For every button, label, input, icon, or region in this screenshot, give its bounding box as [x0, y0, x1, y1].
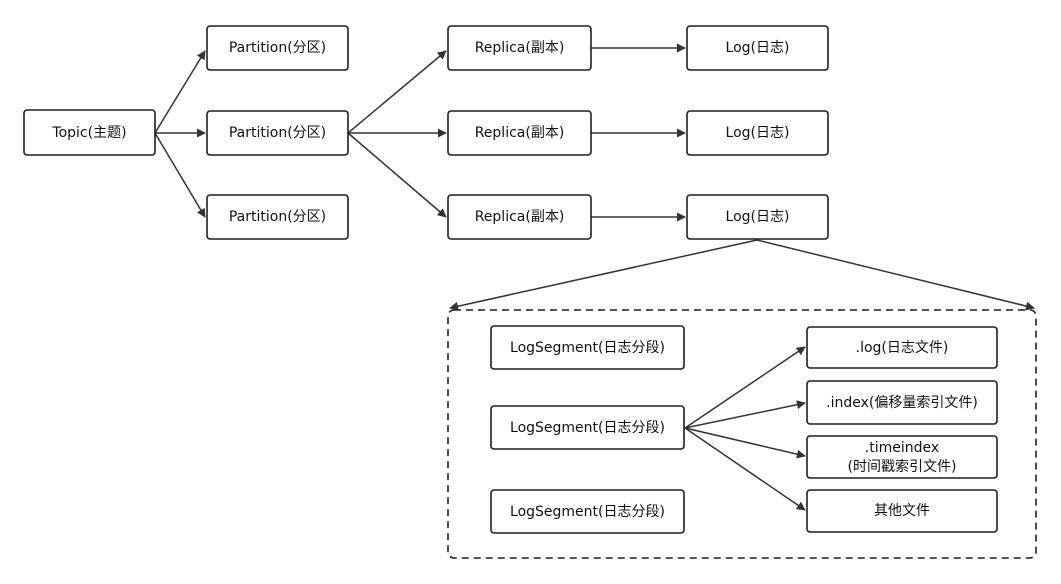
node-replica-3: Replica(副本) [447, 194, 592, 240]
node-log-2-label: Log(日志) [726, 125, 790, 141]
edge-topic-partition-3 [154, 132, 206, 218]
node-log-2: Log(日志) [686, 110, 829, 156]
node-log-1-box [686, 25, 829, 71]
edge-topic-partition-1 [154, 50, 206, 134]
node-other-files: 其他文件 [806, 489, 998, 533]
edge-partition-replica-1 [347, 50, 447, 134]
node-partition-3-box [206, 194, 349, 240]
edge-segment-log-file [684, 346, 806, 429]
node-partition-3: Partition(分区) [206, 194, 349, 240]
node-topic-label: Topic(主题) [51, 125, 126, 141]
node-log-file-box [806, 326, 998, 369]
node-other-files-label: 其他文件 [874, 503, 930, 519]
edge-segment-other-files [684, 427, 806, 511]
node-segment-2-label: LogSegment(日志分段) [510, 420, 665, 436]
node-index-file-box [806, 380, 998, 425]
node-topic: Topic(主题) [23, 109, 156, 156]
node-replica-2: Replica(副本) [447, 110, 592, 156]
node-partition-2-box [206, 110, 349, 156]
edge-log-group-left [449, 239, 758, 311]
node-partition-1: Partition(分区) [206, 25, 349, 71]
node-segment-1-label: LogSegment(日志分段) [510, 340, 665, 356]
node-timeindex-file-box [806, 435, 998, 479]
node-timeindex-file-line1: .timeindex [865, 440, 939, 456]
edges [154, 43, 1035, 511]
node-segment-3-label: LogSegment(日志分段) [510, 504, 665, 520]
node-log-3-box [686, 194, 829, 240]
node-log-file-label: .log(日志文件) [856, 340, 949, 356]
node-replica-2-label: Replica(副本) [475, 125, 565, 141]
node-topic-box [23, 109, 156, 156]
node-partition-3-label: Partition(分区) [229, 209, 326, 225]
node-log-3: Log(日志) [686, 194, 829, 240]
edge-segment-timeindex-file [684, 427, 806, 459]
node-segment-1: LogSegment(日志分段) [490, 325, 685, 370]
node-segment-1-box [490, 325, 685, 370]
node-replica-2-box [447, 110, 592, 156]
node-timeindex-file-line2: (时间戳索引文件) [848, 458, 957, 475]
edge-partition-replica-3 [347, 132, 447, 218]
node-log-3-label: Log(日志) [726, 209, 790, 225]
node-replica-3-label: Replica(副本) [475, 209, 565, 225]
node-other-files-box [806, 489, 998, 533]
node-index-file: .index(偏移量索引文件) [806, 380, 998, 425]
node-log-1-label: Log(日志) [726, 40, 790, 56]
node-segment-3: LogSegment(日志分段) [490, 489, 685, 534]
node-replica-3-box [447, 194, 592, 240]
node-replica-1-label: Replica(副本) [475, 40, 565, 56]
node-replica-1: Replica(副本) [447, 25, 592, 71]
node-log-file: .log(日志文件) [806, 326, 998, 369]
node-partition-2-label: Partition(分区) [229, 125, 326, 141]
node-replica-1-box [447, 25, 592, 71]
log-details-group [447, 309, 1037, 559]
node-partition-1-label: Partition(分区) [229, 40, 326, 56]
node-log-2-box [686, 110, 829, 156]
node-partition-2: Partition(分区) [206, 110, 349, 156]
edge-segment-index-file [684, 400, 806, 429]
node-partition-1-box [206, 25, 349, 71]
node-index-file-label: .index(偏移量索引文件) [826, 394, 978, 411]
node-timeindex-file: .timeindex (时间戳索引文件) [806, 435, 998, 479]
node-segment-3-box [490, 489, 685, 534]
node-segment-2-box [490, 405, 685, 450]
node-log-1: Log(日志) [686, 25, 829, 71]
node-segment-2: LogSegment(日志分段) [490, 405, 685, 450]
edge-log-group-right [756, 239, 1035, 311]
